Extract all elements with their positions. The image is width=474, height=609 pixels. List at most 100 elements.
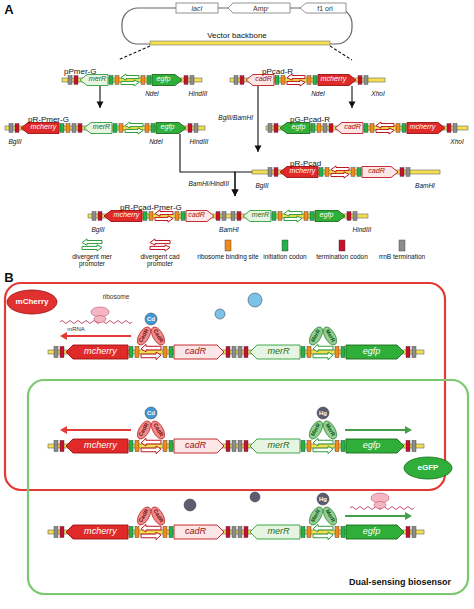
promoter-symbol xyxy=(121,74,139,80)
start-codon xyxy=(129,346,133,357)
protein-label: mCherry xyxy=(16,298,49,306)
start-codon xyxy=(60,124,64,133)
stop-codon xyxy=(274,124,278,133)
stop-codon xyxy=(226,526,230,537)
promoter-symbol xyxy=(287,80,305,86)
start-codon xyxy=(313,76,317,85)
construct-name: pR-Pmer-G xyxy=(28,116,69,124)
gene-label: cadR xyxy=(344,124,361,131)
gene-label: egfp xyxy=(161,124,175,131)
protein-product xyxy=(404,457,452,479)
transcription-arrow xyxy=(60,332,67,340)
rrnb-terminator xyxy=(364,76,368,85)
rrnb-terminator xyxy=(268,168,272,177)
plasmid-label: lacI xyxy=(192,5,203,12)
promoter-symbol xyxy=(376,128,394,134)
rbs-site xyxy=(119,124,123,133)
rbs-site xyxy=(396,124,400,133)
gene-label: mcherry xyxy=(290,168,316,175)
label: mRNA xyxy=(67,326,85,332)
gene-arrow xyxy=(66,525,128,539)
transcription-arrow xyxy=(405,512,412,520)
label: ribosome xyxy=(103,294,130,301)
rbs-site xyxy=(307,76,311,85)
legend-text: divergent cad promoter xyxy=(129,253,191,267)
protein-label: eGFP xyxy=(418,464,439,472)
rbs-site xyxy=(307,526,311,537)
start-codon xyxy=(364,124,368,133)
regulator-protein xyxy=(149,505,168,527)
rbs-site xyxy=(163,346,167,357)
rrnb-terminator xyxy=(353,212,357,221)
promoter-symbol xyxy=(284,216,302,222)
gene-label: cadR xyxy=(255,76,272,83)
construct-node: pR-Pmer-G xyxy=(5,108,205,134)
gene-arrow xyxy=(346,439,404,453)
promoter-symbol xyxy=(313,344,333,352)
restriction-site: BglII xyxy=(8,139,21,146)
restriction-site: NdeI xyxy=(149,139,163,146)
construct-name: pR-Pcad xyxy=(290,160,321,168)
ion-label: Hg xyxy=(319,410,327,416)
legend-swatch xyxy=(282,240,288,251)
rbs-site xyxy=(351,168,355,177)
promoter-symbol xyxy=(125,128,143,134)
gene-arrow xyxy=(280,123,310,134)
restriction-site: BamHI xyxy=(415,183,435,190)
ion-label: Cd xyxy=(147,410,155,416)
gene-label: cadR xyxy=(368,168,385,175)
metal-ion xyxy=(215,309,225,319)
legend-text: initiation codon xyxy=(254,253,316,260)
restriction-site: BglII xyxy=(255,183,268,190)
regulator-protein xyxy=(307,505,326,527)
start-codon xyxy=(319,168,323,177)
gene-arrow xyxy=(250,345,300,359)
restriction-site: BglII xyxy=(91,227,104,234)
panel-letter: B xyxy=(4,271,13,284)
rbs-site xyxy=(115,76,119,85)
protein-label: MerR xyxy=(324,423,336,438)
rbs-site xyxy=(307,440,311,451)
gene-arrow xyxy=(104,211,142,222)
metal-ion xyxy=(184,499,196,511)
rbs-site xyxy=(175,212,179,221)
gene-label: cadR xyxy=(185,441,206,450)
gene-label: merR xyxy=(89,76,106,83)
stop-codon xyxy=(74,76,78,85)
construct-node: pPmer-G xyxy=(62,60,202,86)
rrnb-terminator xyxy=(238,346,242,357)
plasmid-element xyxy=(228,3,290,13)
promoter-symbol xyxy=(82,245,102,251)
regulator-protein xyxy=(135,325,154,347)
promoter-symbol xyxy=(141,352,161,360)
rbs-site xyxy=(141,76,145,85)
gene-label: cadR xyxy=(185,347,206,356)
promoter-symbol xyxy=(284,210,302,216)
stop-codon xyxy=(244,346,248,357)
rrnb-terminator xyxy=(234,76,238,85)
gene-arrow xyxy=(246,75,274,86)
rbs-site xyxy=(335,440,339,451)
regulator-protein xyxy=(307,419,326,441)
rrnb-terminator xyxy=(54,526,58,537)
stop-codon xyxy=(184,76,188,85)
rrnb-terminator xyxy=(232,440,236,451)
construct-name: pG-Pcad-R xyxy=(290,116,330,124)
arrowhead xyxy=(255,146,262,153)
rrnb-terminator xyxy=(72,124,76,133)
start-codon xyxy=(301,346,305,357)
rrnb-terminator xyxy=(54,440,58,451)
stop-codon xyxy=(244,526,248,537)
rrnb-terminator xyxy=(92,212,96,221)
gene-label: egfp xyxy=(292,124,306,131)
promoter-symbol xyxy=(313,352,333,360)
rrnb-terminator xyxy=(68,76,72,85)
gene-label: merR xyxy=(267,527,289,536)
plasmid-label: f1 ori xyxy=(317,5,333,12)
gene-arrow xyxy=(152,75,182,86)
metal-ion xyxy=(317,493,329,505)
rrnb-terminator xyxy=(231,212,235,221)
start-codon xyxy=(169,346,173,357)
construct-node: pR-Pcad xyxy=(252,152,440,178)
